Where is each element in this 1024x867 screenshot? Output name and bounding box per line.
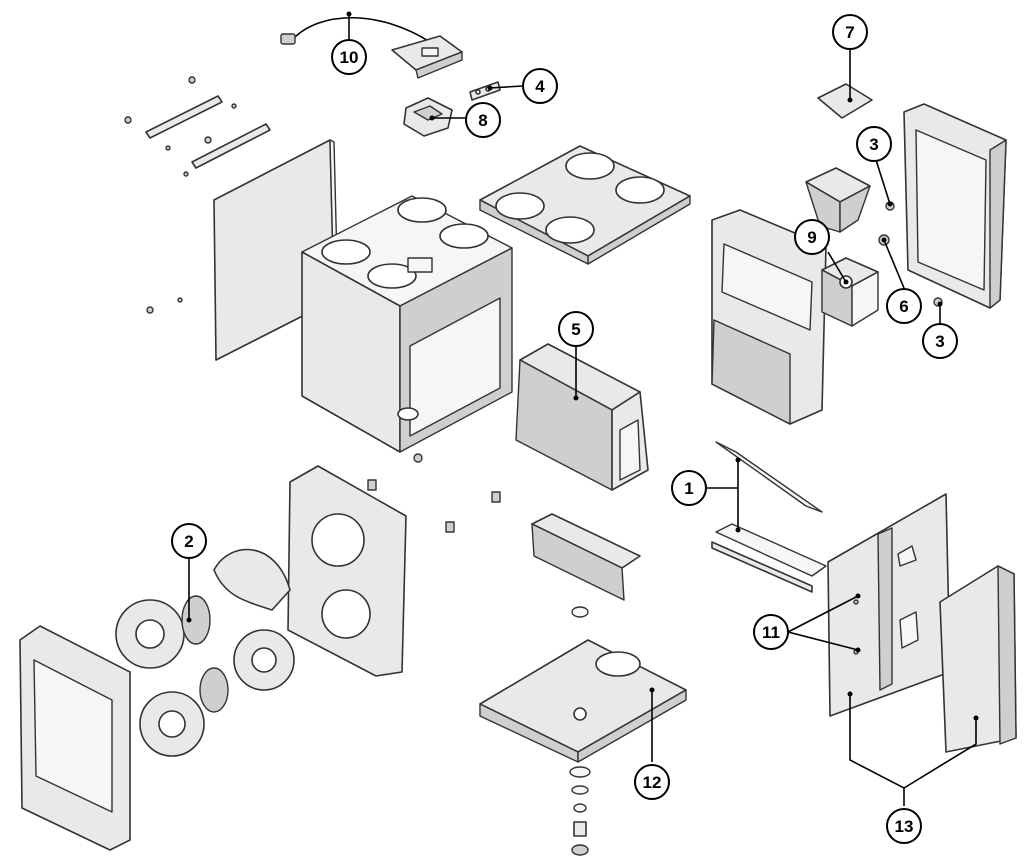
- filter-cover: [817, 83, 873, 119]
- svg-text:12: 12: [643, 773, 662, 792]
- callout-13: 13: [886, 808, 922, 844]
- svg-text:3: 3: [869, 135, 878, 154]
- callout-8: 8: [465, 102, 501, 138]
- electronics-module: [403, 97, 453, 137]
- callout-6: 6: [886, 288, 922, 324]
- front-panel: [827, 493, 951, 717]
- left-front-panel: [19, 625, 131, 851]
- mounting-rails: [124, 76, 271, 314]
- channel-insert: [531, 513, 641, 601]
- fans: [115, 548, 295, 757]
- callout-3b: 3: [922, 323, 958, 359]
- siphon-block: [821, 257, 879, 327]
- top-insulation: [479, 145, 691, 265]
- connector-strip: [469, 81, 501, 101]
- callout-12: 12: [634, 764, 670, 800]
- svg-text:8: 8: [478, 111, 487, 130]
- leader-lines: [186, 11, 979, 806]
- callout-4: 4: [522, 68, 558, 104]
- rear-insulation: [903, 103, 1007, 309]
- svg-text:5: 5: [571, 320, 580, 339]
- front-door: [939, 565, 1017, 753]
- svg-text:4: 4: [535, 77, 545, 96]
- heat-exchanger: [515, 343, 649, 491]
- callout-2: 2: [171, 523, 207, 559]
- callout-9: 9: [794, 219, 830, 255]
- svg-text:11: 11: [762, 623, 780, 642]
- fan-frame: [287, 465, 407, 677]
- svg-text:7: 7: [845, 23, 854, 42]
- callout-7: 7: [832, 14, 868, 50]
- drain-fittings: [569, 766, 591, 856]
- svg-text:9: 9: [807, 228, 816, 247]
- feet: [367, 479, 501, 533]
- main-housing: [301, 195, 513, 463]
- svg-text:1: 1: [684, 479, 693, 498]
- svg-text:13: 13: [895, 817, 914, 836]
- callout-1: 1: [671, 470, 707, 506]
- callout-11: 11: [753, 614, 789, 650]
- bottom-tray: [479, 606, 687, 763]
- condensate-funnel: [805, 167, 871, 233]
- front-insulation: [711, 209, 827, 425]
- svg-text:6: 6: [899, 297, 908, 316]
- callout-5: 5: [558, 311, 594, 347]
- callout-3a: 3: [856, 126, 892, 162]
- power-cable-assembly: [280, 17, 463, 79]
- svg-text:2: 2: [184, 532, 193, 551]
- filters: [711, 441, 827, 593]
- svg-text:3: 3: [935, 332, 944, 351]
- callout-10: 10: [331, 39, 367, 75]
- svg-text:10: 10: [340, 48, 359, 67]
